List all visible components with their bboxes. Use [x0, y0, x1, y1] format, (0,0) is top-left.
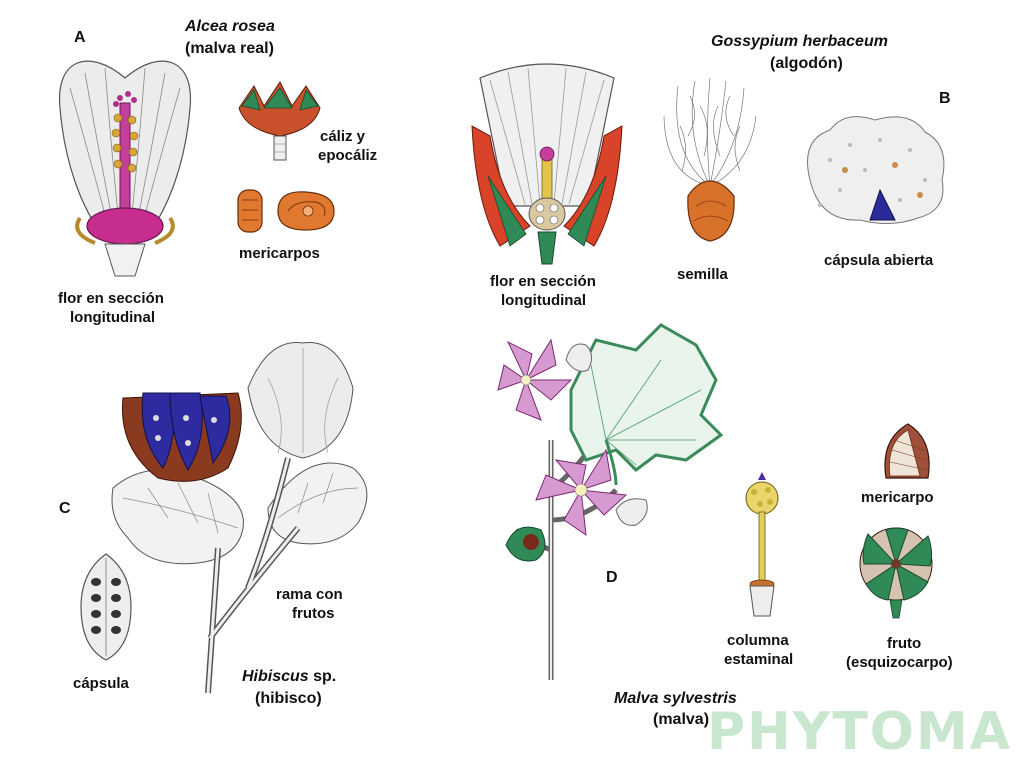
hibiscus-branch-label-line2: frutos [292, 605, 335, 622]
gossypium-flower-label-line1: flor en sección [490, 273, 596, 290]
gossypium-seed-label: semilla [677, 266, 728, 283]
hibiscus-fruiting-branch-illustration [108, 338, 378, 698]
malva-scientific-name: Malva sylvestris [614, 690, 737, 707]
panel-letter-c: C [59, 500, 71, 517]
hibiscus-common-name: (hibisco) [255, 690, 322, 707]
alcea-mericarps-label: mericarpos [239, 245, 320, 262]
malva-column-label-line2: estaminal [724, 651, 794, 668]
alcea-calyx-label-line2: epocáliz [318, 147, 378, 164]
hibiscus-capsule-illustration [76, 552, 136, 662]
malva-plant-illustration [496, 320, 726, 685]
alcea-flower-label-line2: longitudinal [70, 309, 155, 326]
panel-letter-d: D [606, 569, 618, 586]
alcea-flower-section-illustration [50, 48, 200, 280]
panel-letter-a: A [74, 29, 86, 46]
hibiscus-species-suffix: sp. [308, 668, 337, 685]
gossypium-seed-illustration [660, 76, 760, 246]
hibiscus-scientific-name: Hibiscus sp. [242, 667, 336, 686]
hibiscus-genus: Hibiscus [242, 668, 309, 685]
malva-staminal-column-illustration [740, 470, 784, 620]
phytoma-watermark: PHYTOMA [707, 702, 1012, 762]
malva-mericarp-illustration [878, 420, 934, 482]
gossypium-scientific-name: Gossypium herbaceum [711, 33, 888, 50]
gossypium-common-name: (algodón) [770, 55, 843, 72]
alcea-mericarps-illustration [236, 186, 340, 236]
alcea-scientific-name: Alcea rosea [185, 18, 275, 35]
hibiscus-capsule-label: cápsula [73, 675, 129, 692]
hibiscus-branch-label-line1: rama con [276, 586, 343, 603]
alcea-common-name: (malva real) [185, 40, 274, 57]
malva-mericarp-label: mericarpo [861, 489, 934, 506]
malva-fruit-label-line2: (esquizocarpo) [846, 654, 953, 671]
gossypium-flower-section-illustration [470, 56, 624, 268]
alcea-calyx-label-line1: cáliz y [320, 128, 366, 145]
alcea-calyx-epicalyx-illustration [234, 78, 326, 170]
alcea-flower-label-line1: flor en sección [58, 290, 164, 307]
panel-letter-b: B [939, 90, 951, 107]
gossypium-open-capsule-illustration [800, 110, 950, 230]
malva-fruit-label-line1: fruto [887, 635, 922, 652]
malva-column-label-line1: columna [727, 632, 789, 649]
malva-common-name: (malva) [653, 711, 710, 728]
gossypium-flower-label-line2: longitudinal [501, 292, 586, 309]
gossypium-capsule-label: cápsula abierta [824, 252, 934, 269]
malva-schizocarp-fruit-illustration [856, 524, 936, 620]
